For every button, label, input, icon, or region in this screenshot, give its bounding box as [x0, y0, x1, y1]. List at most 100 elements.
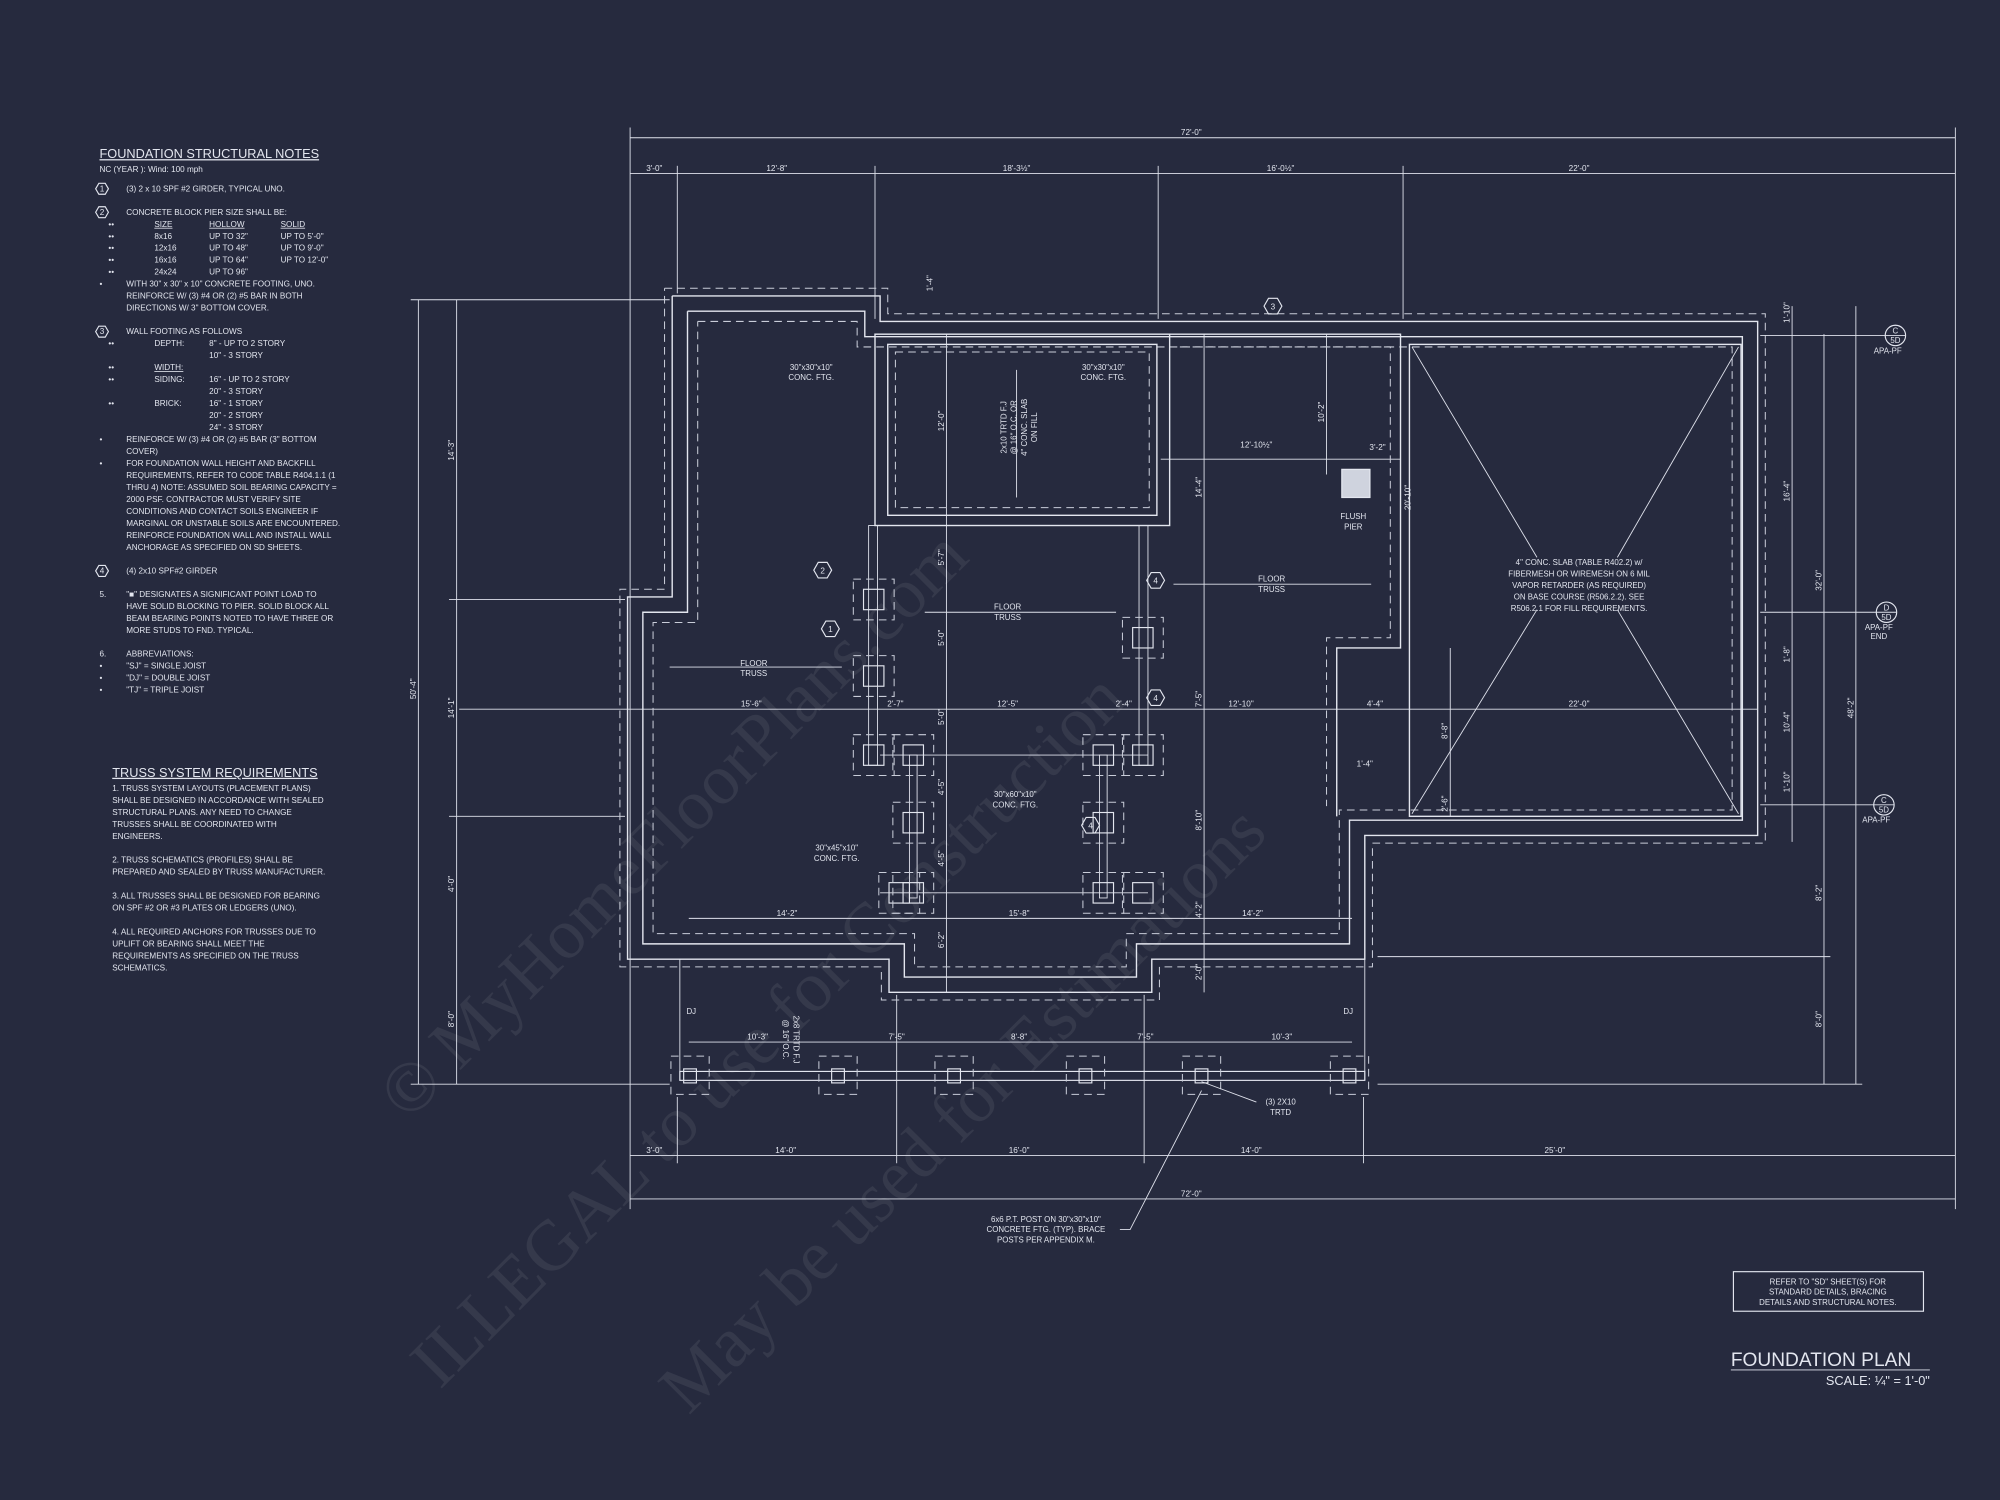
- note-line: ANCHORAGE AS SPECIFIED ON SD SHEETS.: [126, 543, 302, 552]
- truss-note-line: 1. TRUSS SYSTEM LAYOUTS (PLACEMENT PLANS…: [112, 784, 311, 793]
- dim-mid: 12'-10": [1228, 700, 1253, 709]
- dim-mid: 12'-5": [997, 700, 1018, 709]
- porch-post: [947, 1068, 962, 1084]
- callout-tag: 4: [1153, 694, 1158, 703]
- pier-footing: [852, 578, 895, 621]
- callout-tag: 4: [1088, 821, 1093, 830]
- note-line: (4) 2x10 SPF#2 GIRDER: [126, 566, 217, 575]
- pier: [902, 882, 925, 904]
- dim-porch: 10'-3": [747, 1033, 768, 1042]
- note-line: "■" DESIGNATES A SIGNIFICANT POINT LOAD …: [126, 590, 316, 599]
- note-line: REINFORCE W/ (3) #4 OR (2) #5 BAR IN BOT…: [126, 292, 302, 301]
- note-column: 24x24: [154, 268, 177, 277]
- porch-post: [1078, 1068, 1093, 1084]
- note-number: 5.: [99, 590, 106, 599]
- dim-right: 1'-10": [1783, 771, 1792, 792]
- dim-lower: 14'-2": [1242, 909, 1263, 918]
- pier: [902, 744, 925, 766]
- dim-left: 8'-0": [447, 1011, 456, 1027]
- post-footing: [818, 1055, 858, 1095]
- truss-note-line: 2. TRUSS SCHEMATICS (PROFILES) SHALL BE: [112, 856, 293, 865]
- note-line: MARGINAL OR UNSTABLE SOILS ARE ENCOUNTER…: [126, 519, 340, 528]
- pier: [1092, 882, 1115, 904]
- dim-interior: 6'-2": [937, 932, 946, 948]
- section-label: APA-PF: [1862, 816, 1890, 825]
- interior-dimensions: 1'-4"12'-0"5'-7"5'-0"5'-0"4'-5"4'-5"6'-2…: [925, 275, 1449, 980]
- dim-bottom: 25'-0": [1544, 1146, 1565, 1155]
- note-number: 4: [100, 566, 105, 575]
- floor-truss-label: FLOOR: [994, 603, 1021, 612]
- flush-pier-label: FLUSH: [1340, 512, 1366, 521]
- pier-footing: [1082, 871, 1125, 914]
- title-block: FOUNDATION PLAN SCALE: ¼" = 1'-0": [1731, 1350, 1930, 1388]
- truss-note-line: ENGINEERS.: [112, 832, 162, 841]
- dim-interior: 4'-5": [937, 850, 946, 866]
- bullet: •: [99, 435, 102, 444]
- truss-note-line: TRUSSES SHALL BE COORDINATED WITH: [112, 820, 277, 829]
- pier: [862, 588, 885, 611]
- flush-pier-label: PIER: [1344, 522, 1363, 531]
- truss-note-line: PREPARED AND SEALED BY TRUSS MANUFACTURE…: [112, 868, 325, 877]
- dim-lower: 14'-2": [777, 909, 798, 918]
- dim-right: 10'-4": [1783, 711, 1792, 732]
- truss-note-line: UPLIFT OR BEARING SHALL MEET THE: [112, 940, 265, 949]
- note-line: (3) 2 x 10 SPF #2 GIRDER, TYPICAL UNO.: [126, 184, 285, 193]
- footing-label: CONC. FTG.: [993, 800, 1039, 809]
- bullet: ••: [108, 220, 114, 229]
- truss-note-line: REQUIREMENTS AS SPECIFIED ON THE TRUSS: [112, 952, 299, 961]
- hexagon-tag-icon: [813, 561, 833, 579]
- porch-post: [1342, 1068, 1357, 1084]
- hexagon-tag-icon: [94, 182, 110, 195]
- note-line: HAVE SOLID BLOCKING TO PIER. SOLID BLOCK…: [126, 602, 329, 611]
- pier-footing: [852, 655, 895, 697]
- refer-line: REFER TO "SD" SHEET(S) FOR: [1770, 1277, 1887, 1286]
- dim-interior: 4'-5": [937, 779, 946, 795]
- section-letter: D: [1884, 603, 1890, 612]
- plan-labels: 30"x30"x10" CONC. FTG. 30"x30"x10" CONC.…: [669, 363, 1650, 1244]
- floor-truss-label: TRUSS: [740, 669, 767, 678]
- section-sheet: 5D: [1879, 805, 1889, 814]
- note-line: MORE STUDS TO FND. TYPICAL.: [126, 626, 253, 635]
- truss-note-line: 3. ALL TRUSSES SHALL BE DESIGNED FOR BEA…: [112, 892, 320, 901]
- footing-label: CONC. FTG.: [788, 373, 834, 382]
- bullet: ••: [108, 232, 114, 241]
- note-column: UP TO 64": [209, 256, 248, 265]
- pier-footing: [892, 871, 935, 914]
- porch-post: [1194, 1068, 1209, 1084]
- bullet: •: [99, 685, 102, 694]
- dim-mid: 15'-6": [741, 700, 762, 709]
- note-line: "DJ" = DOUBLE JOIST: [126, 673, 210, 682]
- dim-interior: 8'-8": [1441, 723, 1450, 739]
- bullet: •: [99, 459, 102, 468]
- note-column: DEPTH:: [154, 339, 184, 348]
- hexagon-tag-icon: [1146, 689, 1166, 707]
- hexagon-tag-icon: [94, 564, 110, 577]
- dj-label: DJ: [686, 1007, 696, 1016]
- callout-tag: 4: [1153, 577, 1158, 586]
- porch-joist-note: 2x8 TRTD F.J: [791, 1016, 800, 1064]
- callout-tag: 2: [820, 566, 825, 575]
- floor-truss-label: FLOOR: [740, 659, 767, 668]
- bullet: ••: [108, 399, 114, 408]
- note-column: UP TO 32": [209, 232, 248, 241]
- notes-title: FOUNDATION STRUCTURAL NOTES: [99, 146, 319, 161]
- post-note: POSTS PER APPENDIX M.: [997, 1235, 1095, 1244]
- bullet: •: [99, 673, 102, 682]
- section-letter: C: [1881, 796, 1887, 805]
- post-footing: [1181, 1055, 1222, 1095]
- callout-tag: 3: [1271, 302, 1276, 311]
- dim-left: 4'-0": [447, 876, 456, 892]
- slab-note: R506.2.1 FOR FILL REQUIREMENTS.: [1511, 604, 1648, 613]
- section-label: APA-PF: [1874, 346, 1902, 355]
- refer-line: STANDARD DETAILS, BRACING: [1769, 1288, 1887, 1297]
- note-line: 2000 PSF. CONTRACTOR MUST VERIFY SITE: [126, 495, 301, 504]
- joist-note: ON FILL: [1030, 412, 1039, 442]
- truss-note-line: ON SPF #2 OR #3 PLATES OR LEDGERS (UNO).: [112, 904, 296, 913]
- dim-interior: 1'-4": [1357, 760, 1373, 769]
- note-column: BRICK:: [154, 399, 181, 408]
- dim-bottom: 14'-0": [775, 1146, 796, 1155]
- dim-interior: 3'-2": [1369, 443, 1385, 452]
- dimension-lines: [410, 127, 1956, 1210]
- truss-system-requirements: TRUSS SYSTEM REQUIREMENTS 1. TRUSS SYSTE…: [112, 765, 325, 973]
